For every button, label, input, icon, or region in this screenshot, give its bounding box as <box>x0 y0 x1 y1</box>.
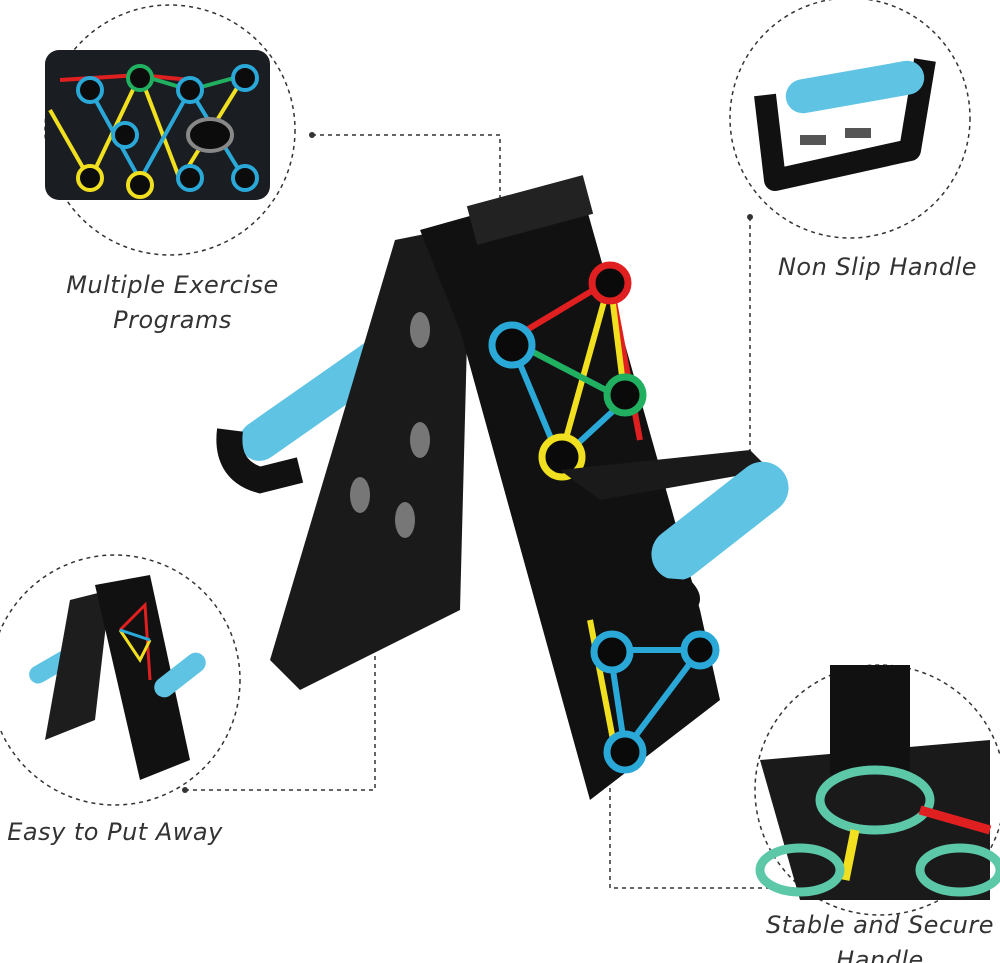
detail-circle-handle <box>729 0 971 239</box>
caption-handle: Non Slip Handle <box>777 253 978 281</box>
detail-circle-storage <box>0 554 241 806</box>
storage-closeup <box>29 575 206 780</box>
caption-programs: Multiple Exercise Programs <box>40 268 305 338</box>
caption-programs-line1: Multiple Exercise <box>66 271 279 299</box>
programs-closeup <box>45 50 270 200</box>
handle-closeup <box>754 58 936 191</box>
caption-stable: Stable and Secure Handle <box>755 908 1000 963</box>
detail-circle-stable <box>754 664 1000 916</box>
stable-closeup <box>755 665 1000 900</box>
caption-programs-line2: Programs <box>113 306 232 334</box>
pushup-board-folded <box>216 175 789 800</box>
caption-stable-line2: Handle <box>836 946 924 963</box>
caption-storage: Easy to Put Away <box>7 818 223 846</box>
caption-stable-line1: Stable and Secure <box>766 911 994 939</box>
